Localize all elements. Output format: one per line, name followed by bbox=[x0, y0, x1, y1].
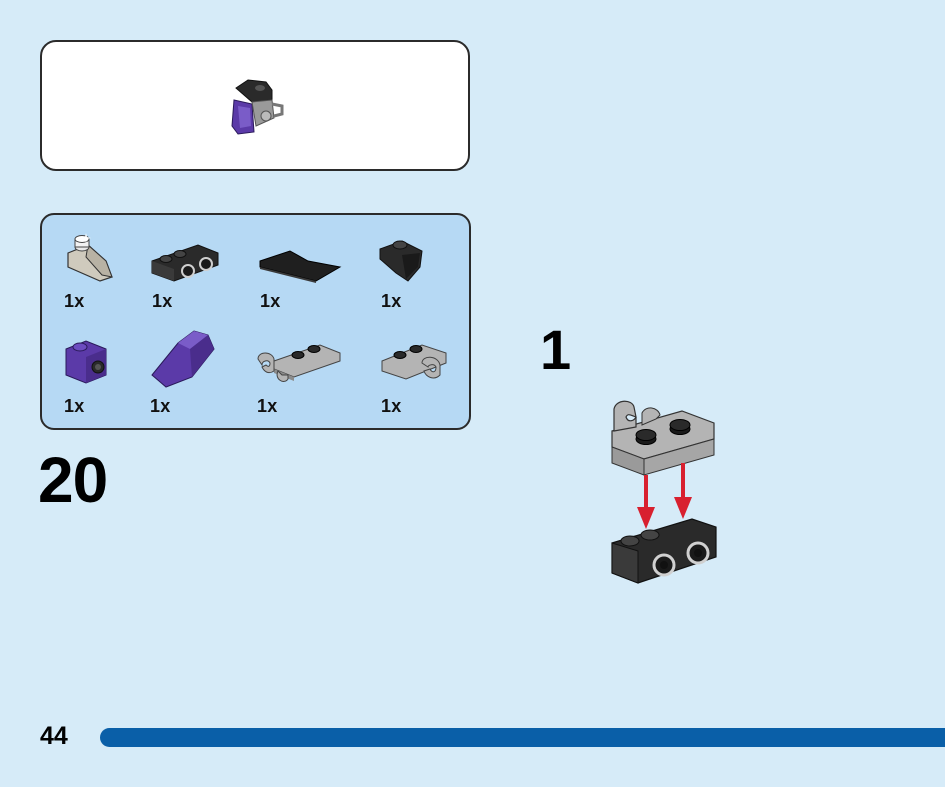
purple-bracket-brick-icon bbox=[65, 340, 107, 384]
part-qty: 1x bbox=[150, 396, 171, 416]
step-number: 20 bbox=[38, 444, 108, 516]
assembly-illustration bbox=[611, 400, 717, 584]
part-qty: 1x bbox=[152, 291, 173, 311]
black-bracket-plate-1x2-icon bbox=[151, 244, 219, 282]
part-qty: 1x bbox=[381, 396, 402, 416]
placement-arrows bbox=[637, 463, 692, 529]
part-qty: 1x bbox=[257, 396, 278, 416]
substep-number: 1 bbox=[540, 318, 572, 381]
black-round-slope-piece-icon bbox=[379, 240, 423, 282]
gray-clip-plate-icon bbox=[611, 400, 715, 476]
black-bracket-icon bbox=[611, 518, 717, 584]
submodel-assembly-icon bbox=[231, 79, 284, 135]
purple-curved-slope-icon bbox=[151, 330, 215, 388]
page-number: 44 bbox=[40, 722, 68, 750]
light-gray-clip-plate-icon bbox=[381, 344, 447, 380]
part-qty: 1x bbox=[64, 291, 85, 311]
parts-list-panel: 1x 1x 1x 1x 1x 1x bbox=[40, 213, 471, 430]
part-qty: 1x bbox=[64, 396, 85, 416]
light-gray-transparent-stud-slope-piece-icon bbox=[67, 233, 113, 282]
submodel-preview-box bbox=[40, 40, 470, 171]
progress-bar bbox=[100, 728, 945, 747]
black-wedge-tile-icon bbox=[259, 250, 342, 283]
part-qty: 1x bbox=[381, 291, 402, 311]
light-gray-clip-plate-icon bbox=[257, 344, 341, 382]
part-qty: 1x bbox=[260, 291, 281, 311]
